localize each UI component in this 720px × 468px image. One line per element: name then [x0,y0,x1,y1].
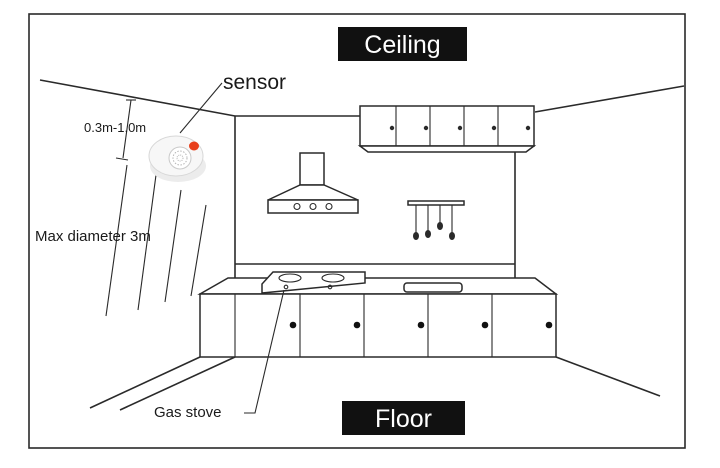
gas-stove-icon [261,271,366,294]
diagram-frame [28,13,686,449]
room-outline [39,79,685,411]
range-hood-icon [267,152,359,214]
sink-icon [403,282,463,293]
detection-range-lines [105,164,207,317]
hanging-utensils-icon [407,200,465,240]
wall-cabinets [357,105,537,153]
ceiling-tag-text: Ceiling [364,31,440,59]
ceiling-tag: Ceiling [338,27,467,61]
countertop [197,277,559,358]
sensor-label: sensor [223,71,286,94]
floor-tag-text: Floor [375,405,432,433]
smoke-gas-detector-icon [148,135,206,182]
max-diameter-label: Max diameter 3m [35,228,151,245]
sensor-indicator-light [189,141,199,151]
sensor-leader-line [179,82,223,134]
distance-label: 0.3m-1.0m [84,120,146,135]
gas-stove-label: Gas stove [154,404,222,421]
floor-tag: Floor [342,401,465,435]
gas-stove-leader-line [244,289,285,414]
distance-dimension [115,99,136,161]
